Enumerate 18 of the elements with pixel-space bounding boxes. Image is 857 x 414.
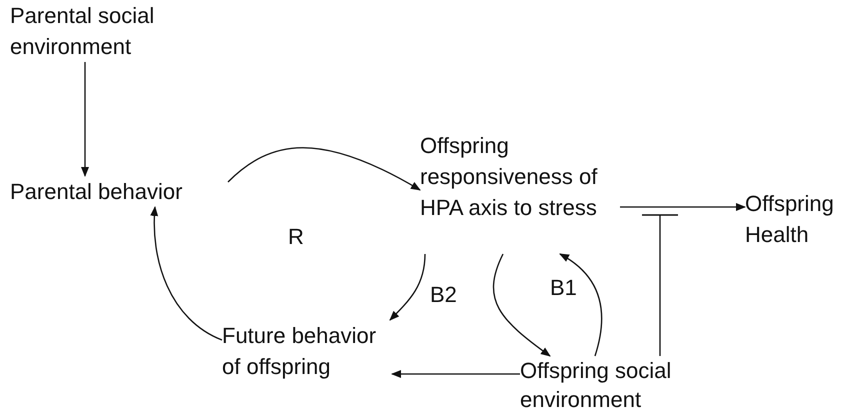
node-text: Offspring responsiveness of HPA axis to stress — [420, 130, 620, 254]
node-text: Offspring social environment — [520, 356, 705, 414]
loop-label: B1 — [550, 275, 577, 301]
arrow — [559, 253, 602, 356]
arrow — [81, 62, 89, 177]
arrow — [620, 203, 746, 211]
arrow — [228, 147, 421, 191]
inhibition-line — [641, 214, 679, 356]
arrow — [391, 370, 520, 378]
loop-label: B2 — [430, 282, 457, 308]
node-text: Offspring Health — [745, 188, 850, 250]
arrow — [493, 254, 551, 357]
arrow — [389, 254, 426, 321]
node-text: Parental behavior — [10, 176, 228, 207]
node-text: Parental social environment — [10, 0, 185, 62]
node-text: Future behavior of offspring — [222, 320, 392, 382]
loop-label: R — [288, 224, 304, 250]
arrow — [150, 206, 222, 341]
